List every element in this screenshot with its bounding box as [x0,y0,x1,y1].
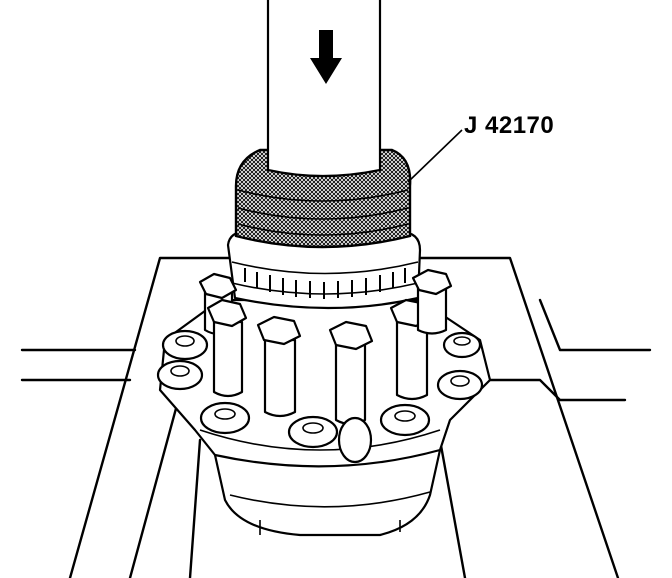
wheel-stud [256,315,302,418]
hub-lower-body [213,448,442,537]
wheel-stud [411,268,453,335]
tool-number-label: J 42170 [464,112,555,139]
lug-washer [379,403,431,437]
lug-washers [156,329,484,449]
bearing-cap [337,416,373,464]
lug-washer [287,415,339,449]
wheel-stud [206,298,248,398]
installer-tool [234,0,412,249]
wheel-stud [328,320,374,426]
wheel-studs [198,268,453,426]
lug-washer [161,329,209,361]
lug-washer [156,359,204,391]
callout-leader [407,129,463,183]
lug-washer [199,401,251,435]
lug-washer [436,369,484,401]
down-arrow-icon [310,30,342,84]
lug-washer [442,331,482,359]
